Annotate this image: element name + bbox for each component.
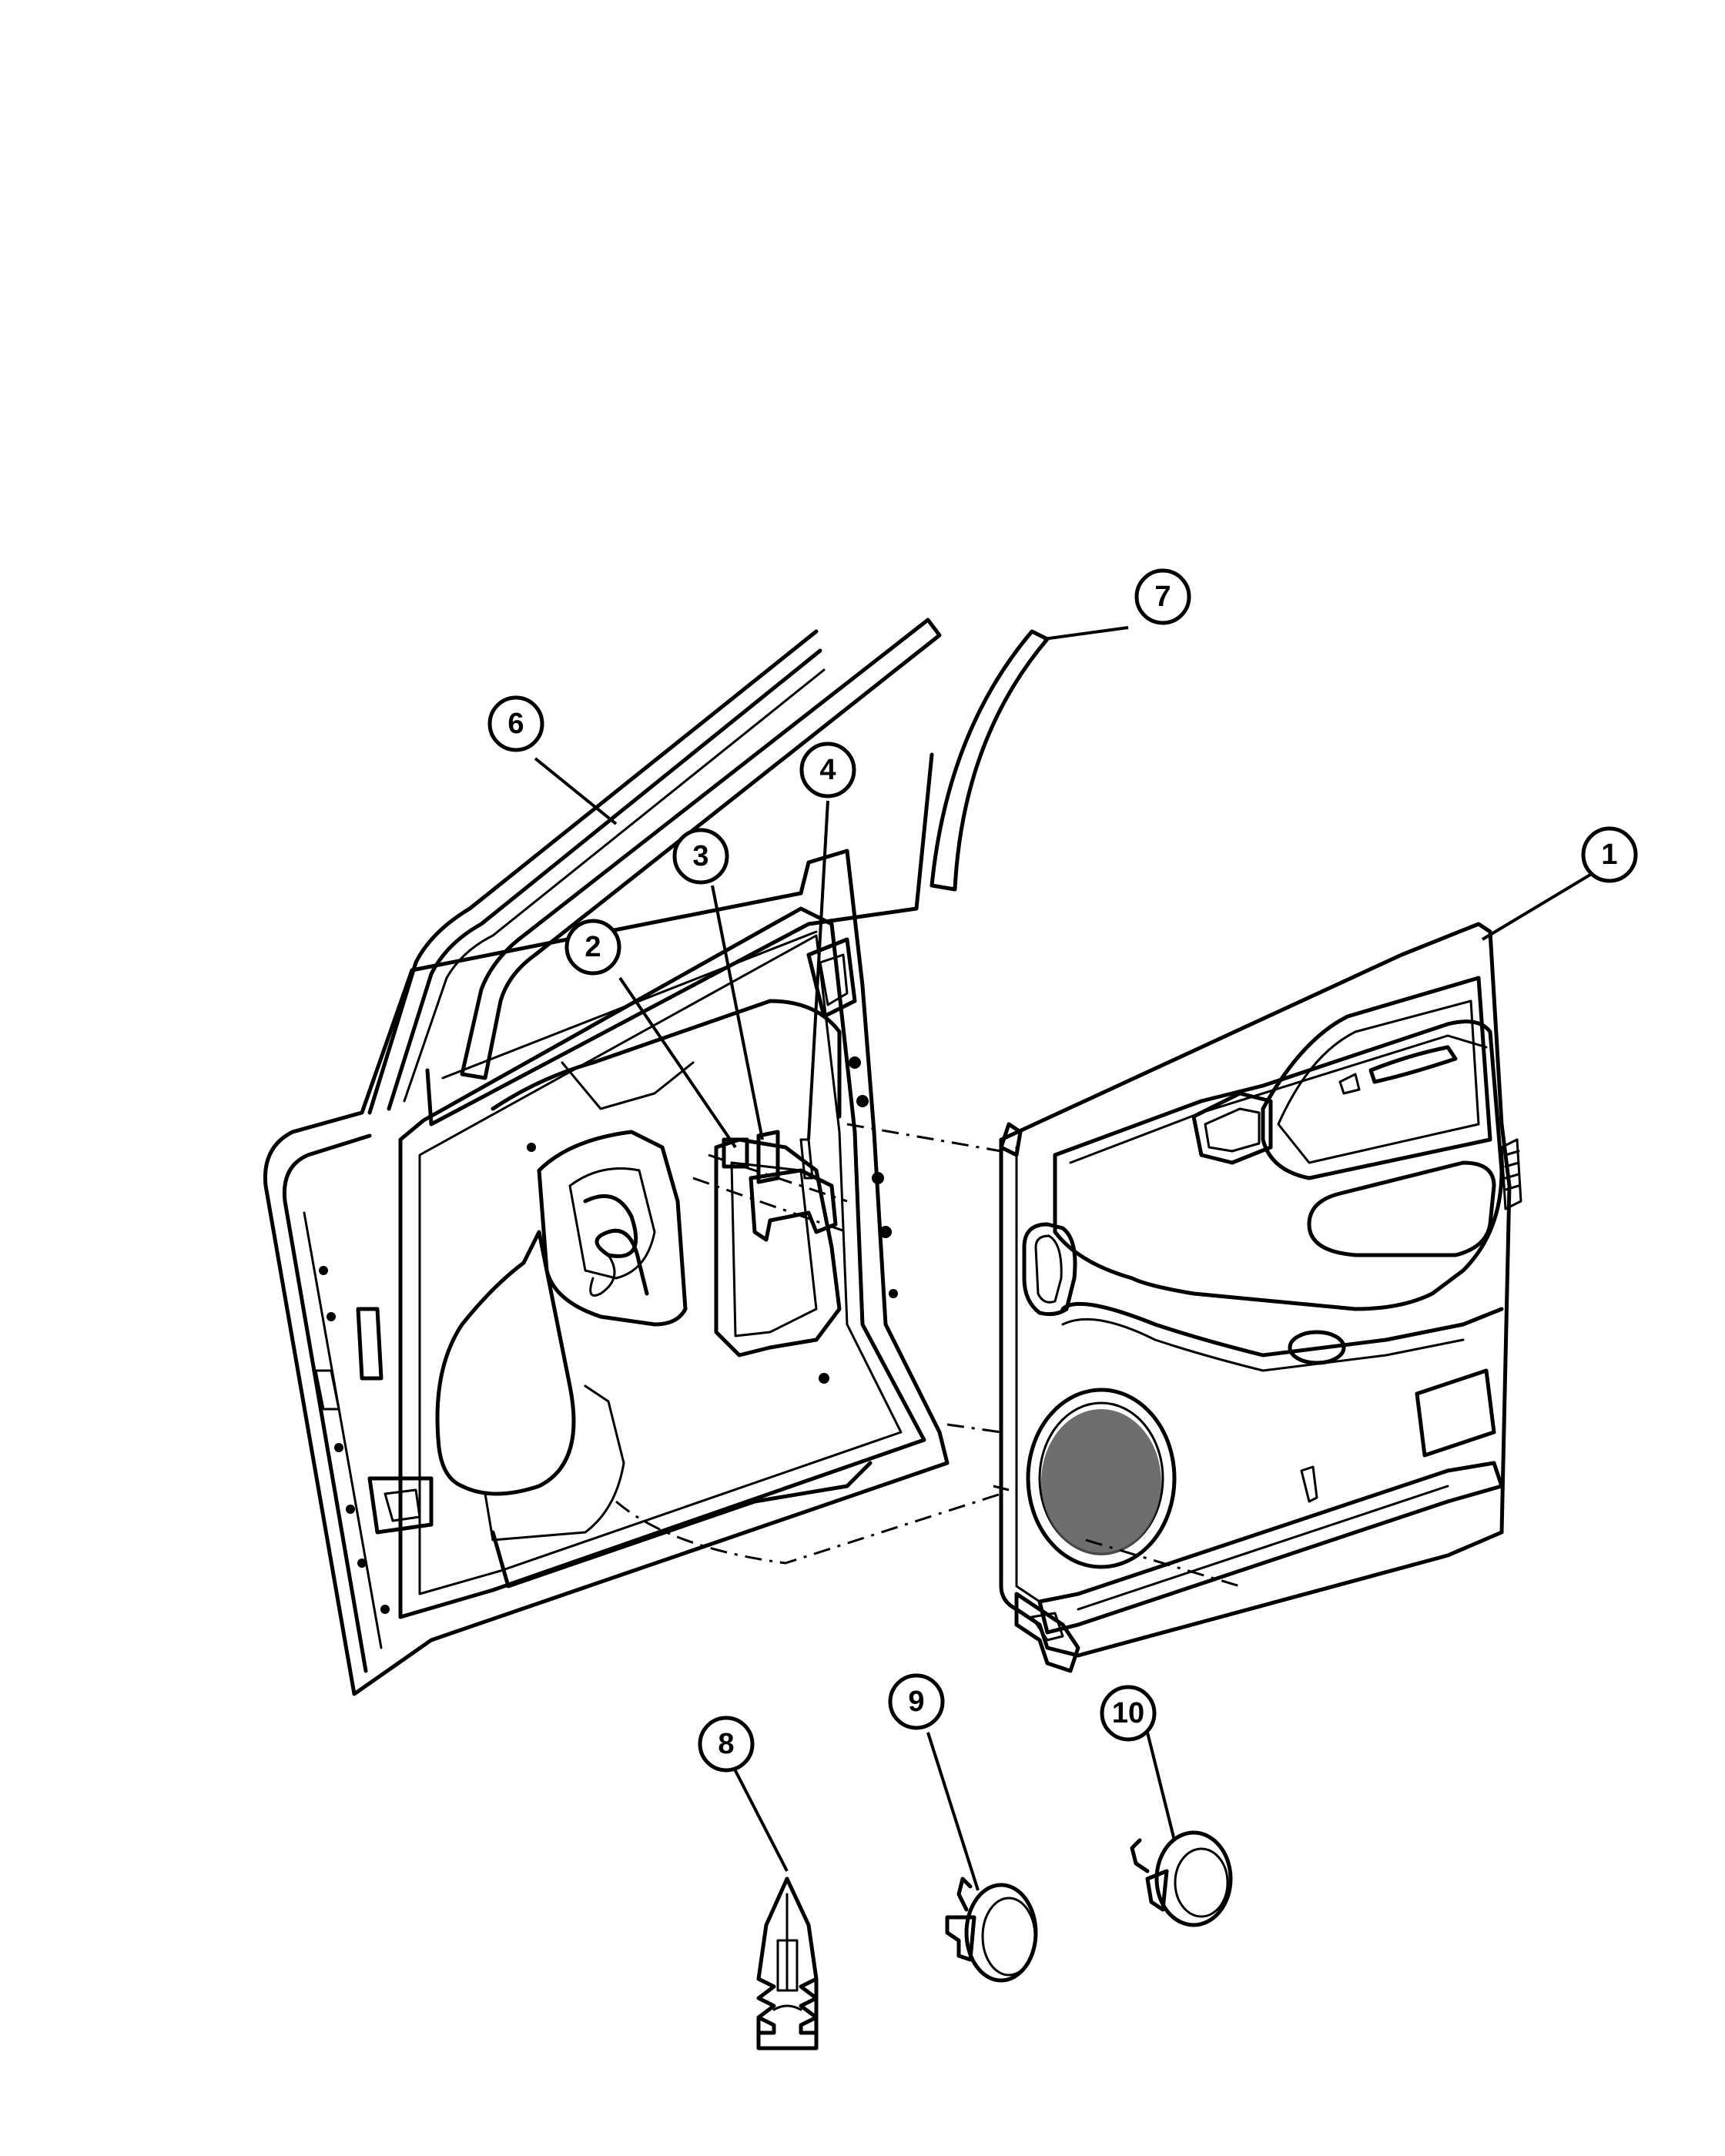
callout-label: 9 (908, 1686, 924, 1718)
callout-3: 3 (672, 828, 729, 885)
door-bracket-assembly (692, 1130, 848, 1242)
callout-label: 4 (819, 754, 836, 786)
alignment-lines (615, 1123, 1241, 1588)
door-trim-panel (999, 922, 1522, 1673)
callout-label: 6 (507, 708, 524, 740)
callout-9: 9 (888, 1673, 945, 1730)
callout-label: 3 (692, 840, 708, 872)
callout-10: 10 (1100, 1685, 1157, 1742)
callout-1: 1 (1581, 826, 1638, 883)
push-clip-9 (945, 1876, 1038, 1983)
callout-2: 2 (564, 919, 621, 976)
callout-label: 8 (718, 1728, 734, 1760)
callout-label: 2 (584, 931, 601, 963)
callout-7: 7 (1134, 568, 1191, 625)
door-shell (263, 752, 950, 1696)
push-clip-10 (1130, 1830, 1233, 1927)
glass-run-weatherstrip (367, 618, 942, 1115)
push-pin-fastener (756, 1876, 819, 2051)
callout-label: 1 (1601, 839, 1617, 871)
leader-lines (534, 626, 1599, 1891)
weatherstrip-pillar (929, 629, 1050, 892)
callout-label: 7 (1154, 581, 1171, 613)
callout-4: 4 (799, 742, 856, 798)
callout-label: 10 (1112, 1697, 1144, 1729)
speaker-grille (1040, 1409, 1161, 1555)
callout-6: 6 (487, 695, 544, 752)
callout-8: 8 (698, 1716, 755, 1773)
